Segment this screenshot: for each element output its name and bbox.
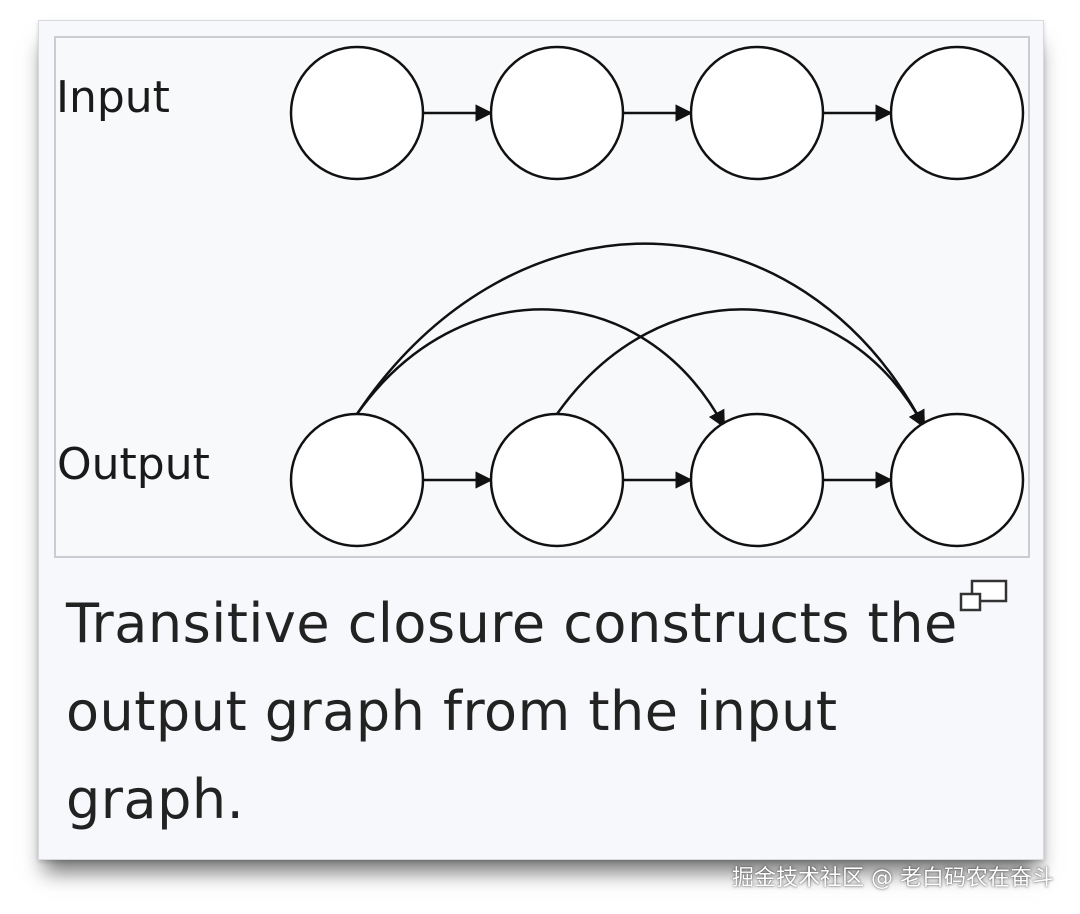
closure-edge-1-3 xyxy=(555,308,926,429)
output-row-label: Output xyxy=(57,439,210,490)
closure-edge-0-3 xyxy=(355,242,926,429)
input-node-0 xyxy=(289,45,425,181)
input-row-label: Input xyxy=(56,72,170,123)
output-node-3 xyxy=(889,412,1025,548)
figure-caption: Transitive closure constructs the output… xyxy=(66,592,958,831)
input-node-3 xyxy=(889,45,1025,181)
output-node-1 xyxy=(489,412,625,548)
output-node-0 xyxy=(289,412,425,548)
enlarge-icon[interactable] xyxy=(958,578,1010,614)
closure-edge-0-2 xyxy=(355,308,726,429)
input-node-1 xyxy=(489,45,625,181)
watermark: 掘金技术社区 @ 老白码农在奋斗 xyxy=(732,866,1054,891)
input-node-2 xyxy=(689,45,825,181)
output-node-2 xyxy=(689,412,825,548)
